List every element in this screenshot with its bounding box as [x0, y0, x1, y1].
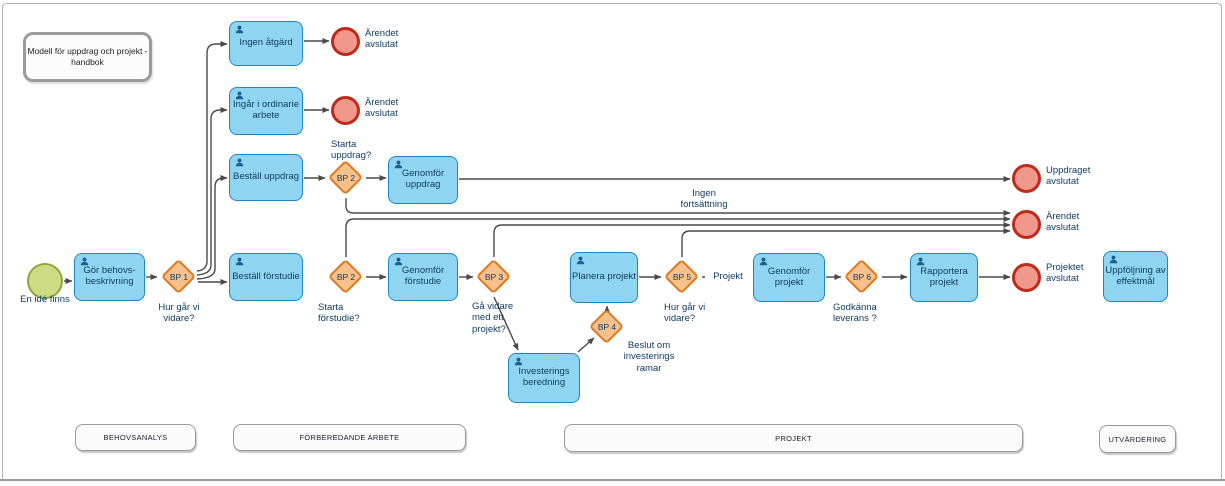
- edge-bp1-to-bestall-uppdrag: [196, 175, 228, 280]
- lane-behovsanalys[interactable]: BEHOVSANALYS: [75, 424, 196, 451]
- task-label: Planera projekt: [572, 271, 636, 283]
- gateway-label: BP 5: [672, 272, 692, 282]
- gateway-label: BP 4: [597, 322, 617, 332]
- task-label: Genomför förstudie: [401, 265, 445, 287]
- task-bestall-uppdrag[interactable]: Beställ uppdrag: [229, 154, 303, 201]
- task-genomfor-projekt[interactable]: Genomför projekt: [753, 253, 825, 302]
- edge-bp2-forstudie-to-arendet-avslutat: [345, 216, 1011, 257]
- label-ingen-fortsattning: Ingen fortsättning: [680, 188, 728, 211]
- task-label: Gör behovs- beskrivning: [83, 265, 136, 287]
- person-icon: [235, 158, 244, 167]
- end-event-uppdraget-avslutat[interactable]: [1012, 164, 1041, 193]
- task-label: Uppföljning av effektmål: [1105, 264, 1166, 287]
- gateway-label: BP 2: [336, 272, 356, 282]
- gateway-bp5[interactable]: BP 5: [663, 258, 701, 296]
- edge-bp1-to-ingen-atgard: [196, 41, 228, 272]
- start-event[interactable]: [27, 263, 63, 299]
- edge-bp3-to-investeringsberedning: [493, 296, 519, 351]
- label-projekt-flow: Projekt: [705, 271, 751, 283]
- person-icon: [1109, 255, 1118, 264]
- person-icon: [394, 160, 403, 169]
- annotation-note: Modell för uppdrag och projekt - handbok: [23, 32, 152, 82]
- person-icon: [759, 257, 768, 266]
- person-icon: [235, 25, 244, 34]
- end-event-projektet-avslutat[interactable]: [1012, 263, 1041, 292]
- gateway-bp6[interactable]: BP 6: [843, 258, 881, 296]
- end-event-arendet-avslutat-3[interactable]: [1012, 210, 1041, 239]
- label-end-arendet-2: Ärendet avslutat: [365, 97, 399, 120]
- task-label: Genomför uppdrag: [401, 168, 445, 190]
- edge-bp1-to-ingar-ordinarie: [196, 107, 228, 276]
- task-planera-projekt[interactable]: Planera projekt: [570, 252, 638, 303]
- task-label: Investerings beredning: [518, 366, 570, 388]
- label-beslut-om-investeringsramar: Beslut om investerings ramar: [623, 340, 675, 374]
- task-genomfor-uppdrag[interactable]: Genomför uppdrag: [388, 156, 458, 204]
- gateway-label: BP 3: [484, 272, 504, 282]
- label-end-arendet-1: Ärendet avslutat: [365, 28, 399, 51]
- end-event-arendet-avslutat-2[interactable]: [331, 96, 360, 125]
- lane-label: PROJEKT: [775, 433, 812, 443]
- label-start-event: En idé finns: [20, 294, 70, 305]
- label-end-projektet: Projektet avslutat: [1046, 262, 1084, 285]
- gateway-bp2-uppdrag[interactable]: BP 2: [327, 159, 365, 197]
- lane-label: BEHOVSANALYS: [103, 433, 168, 442]
- label-godkanna-leverans: Godkänna leverans ?: [833, 302, 877, 325]
- task-label: Rapportera projekt: [920, 265, 968, 288]
- task-genomfor-forstudie[interactable]: Genomför förstudie: [388, 253, 458, 301]
- task-investeringsberedning[interactable]: Investerings beredning: [508, 353, 580, 403]
- task-gor-behovsbeskrivning[interactable]: Gör behovs- beskrivning: [74, 253, 145, 301]
- gateway-bp1[interactable]: BP 1: [160, 258, 198, 296]
- task-bestall-forstudie[interactable]: Beställ förstudie: [229, 253, 303, 301]
- label-hur-gar-vi-bp5: Hur går vi vidare?: [664, 302, 706, 325]
- label-end-uppdraget: Uppdraget avslutat: [1046, 165, 1091, 188]
- edge-bp5-to-arendet-avslutat: [681, 228, 1011, 257]
- edge-bp3-to-arendet-avslutat: [493, 222, 1011, 257]
- edge-bp2-uppdrag-to-arendet-avslutat: [345, 198, 1011, 216]
- person-icon: [916, 257, 925, 266]
- canvas-bottom-edge: [0, 479, 1225, 481]
- label-starta-uppdrag: Starta uppdrag?: [331, 139, 372, 162]
- task-ingen-atgard[interactable]: Ingen åtgärd: [229, 21, 303, 66]
- person-icon: [514, 357, 523, 366]
- task-label: Ingen åtgärd: [239, 37, 293, 49]
- person-icon: [394, 257, 403, 266]
- lane-utvardering[interactable]: UTVÄRDERING: [1099, 425, 1176, 453]
- label-hur-gar-vi-bp1: Hur går vi vidare?: [158, 302, 200, 325]
- person-icon: [576, 256, 585, 265]
- lane-projekt[interactable]: PROJEKT: [564, 424, 1023, 452]
- task-uppfoljning-effektmal[interactable]: Uppföljning av effektmål: [1103, 251, 1168, 302]
- lane-label: UTVÄRDERING: [1108, 434, 1167, 444]
- lane-label: FÖRBEREDANDE ARBETE: [299, 433, 400, 442]
- gateway-label: BP 1: [169, 272, 189, 282]
- task-label: Beställ uppdrag: [232, 171, 300, 183]
- person-icon: [235, 257, 244, 266]
- label-starta-forstudie: Starta förstudie?: [318, 302, 360, 325]
- gateway-label: BP 6: [852, 272, 872, 282]
- task-rapportera-projekt[interactable]: Rapportera projekt: [910, 253, 978, 302]
- label-end-arendet-3: Ärendet avslutat: [1046, 211, 1080, 234]
- task-ingar-ordinarie-arbete[interactable]: Ingår i ordinarie arbete: [229, 87, 303, 135]
- end-event-arendet-avslutat-1[interactable]: [331, 27, 360, 56]
- task-label: Beställ förstudie: [232, 270, 300, 282]
- task-label: Genomför projekt: [767, 265, 811, 288]
- task-label: Ingår i ordinarie arbete: [232, 99, 299, 121]
- lane-forberedande-arbete[interactable]: FÖRBEREDANDE ARBETE: [233, 424, 466, 451]
- gateway-label: BP 2: [336, 173, 356, 183]
- label-ga-vidare-projekt: Gå vidare med ett projekt?: [472, 301, 514, 335]
- gateway-bp2-forstudie[interactable]: BP 2: [327, 258, 365, 296]
- gateway-bp3[interactable]: BP 3: [475, 258, 513, 296]
- edge-investeringsberedning-to-bp4: [577, 337, 595, 353]
- gateway-bp4[interactable]: BP 4: [588, 308, 626, 346]
- person-icon: [80, 257, 89, 266]
- person-icon: [235, 91, 244, 100]
